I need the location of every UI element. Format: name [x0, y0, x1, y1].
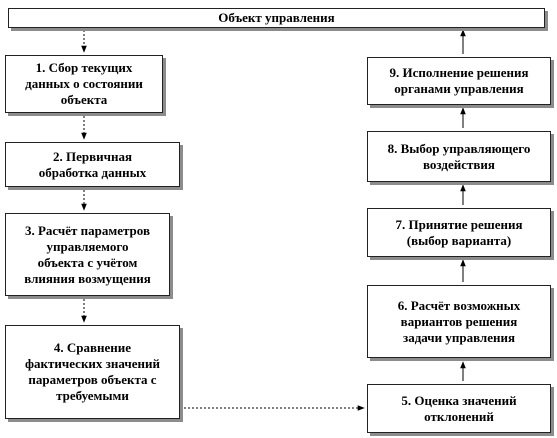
step-2-box: 2. Первичная обработка данных: [5, 142, 180, 187]
step-1-box: 1. Сбор текущих данных о состоянии объек…: [5, 55, 163, 113]
step-4-box: 4. Сравнение фактических значений параме…: [5, 325, 180, 419]
step-3-box: 3. Расчёт параметров управляемого объект…: [5, 213, 170, 296]
step-9-box: 9. Исполнение решения органами управлени…: [367, 57, 551, 105]
step-6-box: 6. Расчёт возможных вариантов решения за…: [367, 285, 551, 358]
step-5-box: 5. Оценка значений отклонений: [367, 384, 551, 433]
control-object-box: Объект управления: [8, 8, 545, 28]
step-7-box: 7. Принятие решения (выбор варианта): [367, 208, 551, 257]
step-8-box: 8. Выбор управляющего воздействия: [367, 131, 551, 182]
